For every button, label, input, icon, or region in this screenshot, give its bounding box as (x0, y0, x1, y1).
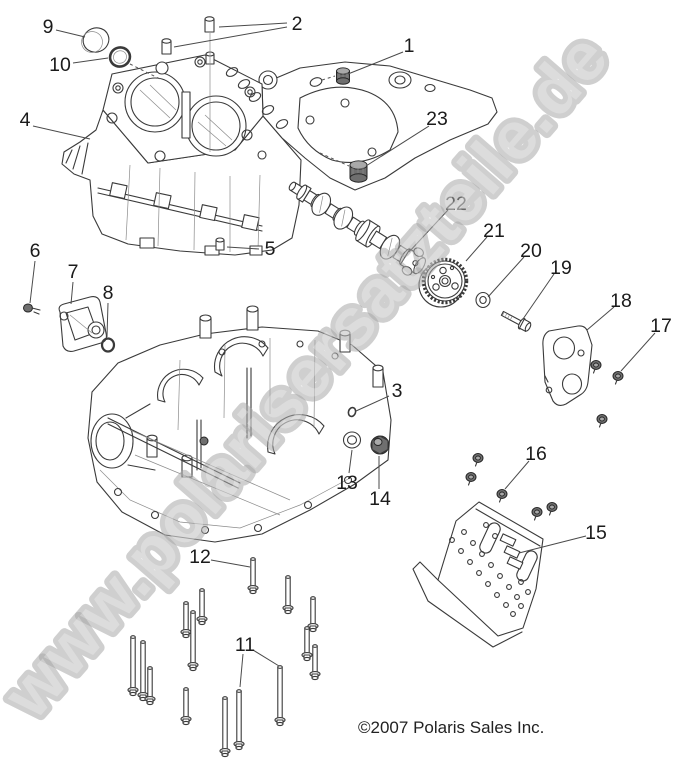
bolt-6-drawing (23, 303, 41, 315)
cap-plug-9-drawing (81, 27, 110, 53)
callout-leader-5 (226, 246, 260, 250)
callout-leader-10 (72, 57, 109, 64)
plug-1-drawing (336, 67, 350, 85)
callout-leader-2 (173, 26, 288, 48)
callout-leader-12 (210, 559, 251, 568)
callout-leader-23 (365, 125, 430, 167)
callout-leader-11 (252, 649, 280, 667)
callout-leader-9 (55, 29, 86, 38)
o-ring-8-drawing (100, 337, 116, 353)
oil-baffle-drawing (412, 501, 544, 648)
callout-leader-18 (586, 306, 615, 331)
callout-23: 23 (426, 108, 448, 130)
callout-9: 9 (43, 16, 54, 38)
callout-leader-16 (504, 460, 530, 490)
callout-leader-7 (70, 281, 74, 305)
callout-leader-15 (518, 535, 587, 554)
o-ring-3-drawing (347, 406, 357, 418)
callout-15: 15 (585, 522, 607, 544)
callout-leader-3 (355, 395, 390, 412)
callout-12: 12 (189, 546, 211, 568)
callout-leader-17 (620, 332, 656, 372)
callout-21: 21 (483, 220, 505, 242)
gasket-plate-drawing (542, 325, 593, 407)
callout-3: 3 (392, 380, 403, 402)
plug-23-drawing (349, 160, 368, 183)
callout-8: 8 (103, 282, 114, 304)
callout-20: 20 (520, 240, 542, 262)
callout-leader-1 (347, 51, 404, 75)
camshaft-drawing (288, 181, 427, 276)
screws-17-drawing (590, 360, 624, 428)
case-bolts-drawing (127, 557, 321, 758)
washer-20-drawing (475, 291, 491, 309)
callout-7: 7 (68, 261, 79, 283)
callout-leader-21 (465, 236, 488, 262)
callout-5: 5 (265, 238, 276, 260)
upper-crankcase-drawing (61, 33, 498, 256)
callout-13: 13 (336, 472, 358, 494)
callout-leader-2 (218, 22, 288, 28)
bolt-5-drawing (215, 237, 225, 251)
callout-leader-6 (29, 260, 36, 304)
callout-2: 2 (292, 13, 303, 35)
callout-leader-11 (239, 653, 244, 688)
lower-crankcase-drawing (87, 305, 392, 543)
callout-leader-4 (32, 125, 91, 140)
callout-18: 18 (610, 290, 632, 312)
callout-19: 19 (550, 257, 572, 279)
callout-17: 17 (650, 315, 672, 337)
callout-1: 1 (404, 35, 415, 57)
screws-16-drawing (465, 453, 558, 521)
callout-leader-22 (408, 209, 449, 253)
callout-leader-8 (106, 302, 109, 338)
dowel-pins-2-drawing (161, 16, 215, 55)
cam-gear-drawing (418, 257, 469, 308)
oil-pump-cover-7-drawing (58, 296, 107, 352)
callout-22: 22 (445, 193, 467, 215)
callout-leader-13 (348, 449, 353, 474)
callout-14: 14 (369, 488, 391, 510)
bolt-19-drawing (500, 310, 532, 332)
callout-4: 4 (20, 109, 31, 131)
o-ring-10-drawing (108, 46, 161, 80)
callout-leader-19 (522, 273, 555, 320)
copyright-text: ©2007 Polaris Sales Inc. (358, 718, 544, 737)
callout-10: 10 (49, 54, 71, 76)
plug-14-drawing (370, 435, 390, 455)
callout-leader-20 (487, 256, 525, 298)
callout-6: 6 (30, 240, 41, 262)
washer-13-drawing (342, 431, 362, 449)
callout-16: 16 (525, 443, 547, 465)
callout-11: 11 (235, 634, 255, 656)
